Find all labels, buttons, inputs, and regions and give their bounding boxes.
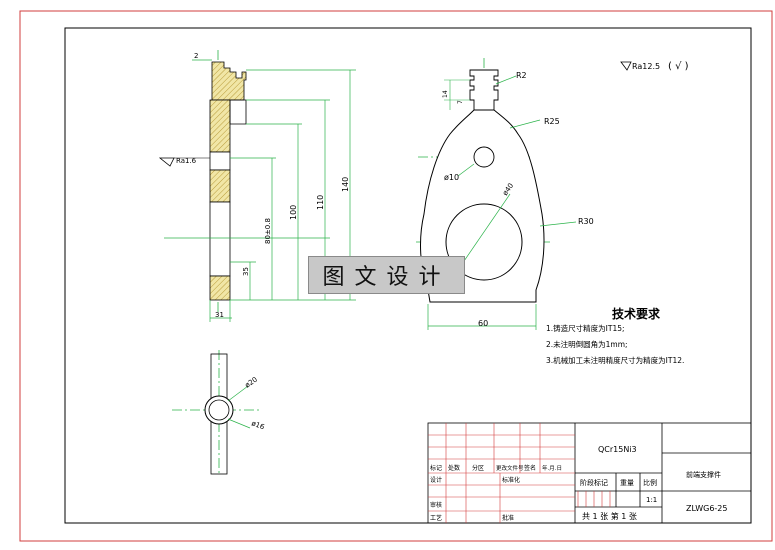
dim-r25: R25 [544,117,560,126]
title-block-grid [427,422,752,524]
dim-total-height: 140 [341,177,350,192]
dim-hole: ø10 [444,173,459,182]
weight-label: 重量 [620,479,634,487]
row-label-change-doc: 更改文件号 [496,464,524,472]
side-view [158,50,356,322]
roughness-symbol: Ra12.5 [632,62,660,71]
drawing-number: ZLWG6-25 [686,504,727,513]
dim-top-gap: 2 [194,52,198,60]
dim-width-bottom: 31 [215,311,224,319]
sheet-count: 共 1 张 第 1 张 [582,511,637,521]
top-view [172,350,262,476]
dim-h100: 100 [289,205,298,220]
row-label-mark: 标记 [430,464,442,472]
row-label-sign: 签名 [524,464,536,472]
watermark-banner: 图文设计 [308,256,465,294]
dim-r30: R30 [578,217,594,226]
dim-small1: 14 [442,90,449,98]
dim-circle-outer: ø20 [244,376,259,390]
dim-h80: 80±0.8 [264,218,272,244]
row-label-date: 年.月.日 [542,464,562,472]
tech-note-2: 2.未注明倒圆角为1mm; [546,339,628,349]
tech-title: 技术要求 [612,306,661,321]
material-label: QCr15Ni3 [598,445,637,454]
row-label-count: 处数 [448,464,460,472]
roughness-icon [620,61,632,71]
outer-border [19,10,773,542]
part-name: 前端支撑件 [686,470,721,479]
left-label-approve: 批准 [502,514,514,522]
roughness-check: ( √ ) [668,61,689,72]
tech-note-3: 3.机械加工未注明精度尺寸为精度为IT12. [546,355,684,365]
surface-mark-left: Ra1.6 [176,157,197,165]
scale-label: 比例 [643,478,657,487]
inner-border [64,27,752,524]
left-label-process: 工艺 [430,514,442,522]
title-block-red-grid [428,423,611,523]
left-label-design: 设计 [430,476,442,484]
row-label-zone: 分区 [472,464,484,472]
stage-label: 阶段标记 [580,478,608,487]
dim-r2: R2 [516,71,527,80]
front-view [416,58,577,330]
scale-value: 1:1 [646,496,657,504]
dim-h110: 110 [316,195,325,210]
tech-note-1: 1.铸造尺寸精度为IT15; [546,323,625,333]
left-label-standard: 标准化 [502,476,520,484]
dim-right-width: 60 [478,319,488,328]
dim-small2: 7 [457,100,464,104]
dim-h35: 35 [242,267,250,276]
left-label-review: 审核 [430,501,442,509]
dim-circle-inner: ø16 [250,419,266,431]
